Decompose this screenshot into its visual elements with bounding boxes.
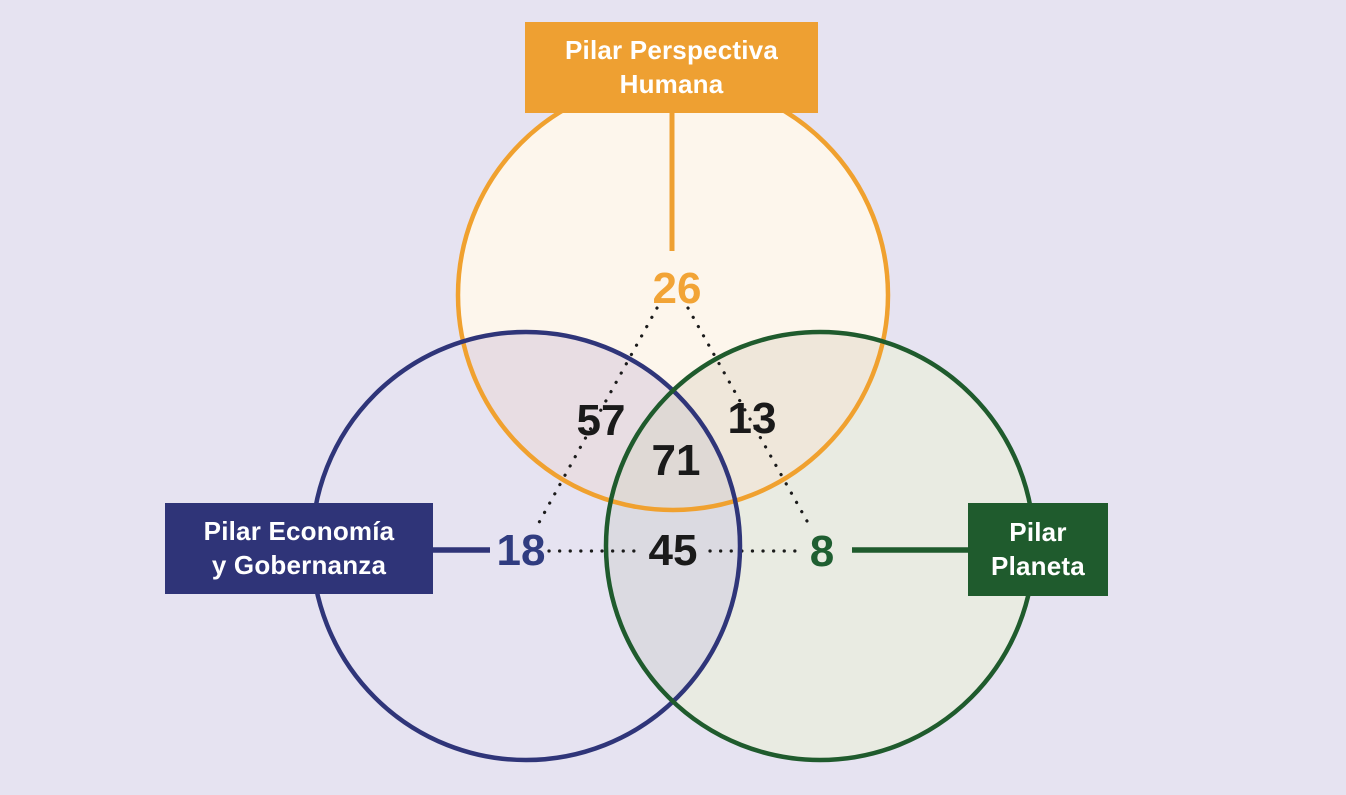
planeta-label-box: Pilar Planeta — [968, 503, 1108, 596]
economia-label-box: Pilar Economía y Gobernanza — [165, 503, 433, 594]
humana-economia-overlap-fill — [458, 332, 740, 510]
value-economia-only: 18 — [496, 526, 546, 575]
value-humana-only: 26 — [652, 264, 702, 313]
value-humana-planeta-overlap: 13 — [727, 394, 777, 443]
value-economia-planeta-overlap: 45 — [648, 526, 698, 575]
humana-label-box: Pilar Perspectiva Humana — [525, 22, 818, 113]
dotted-line-26-to-18 — [534, 306, 659, 530]
value-center-overlap: 71 — [651, 436, 701, 485]
value-humana-economia-overlap: 57 — [576, 396, 626, 445]
value-planeta-only: 8 — [809, 527, 835, 576]
humana-planeta-overlap-fill — [606, 332, 888, 510]
dotted-line-26-to-8 — [686, 306, 814, 532]
dotted-guide-lines — [534, 306, 814, 553]
